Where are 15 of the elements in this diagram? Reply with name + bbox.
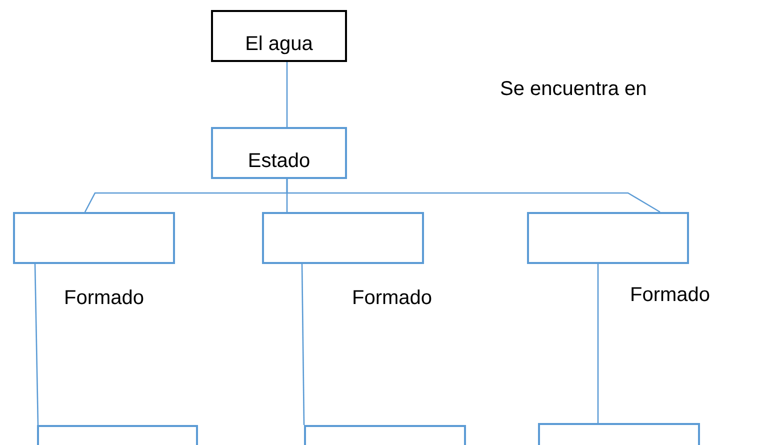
empty-box xyxy=(538,423,700,445)
empty-box xyxy=(304,425,466,445)
concept-box xyxy=(211,127,347,179)
node-text: Estado xyxy=(248,150,310,174)
connector-line xyxy=(34,264,39,426)
connector-line xyxy=(286,62,288,127)
empty-box xyxy=(37,425,198,445)
connector-line xyxy=(286,179,660,213)
connector-line xyxy=(301,264,305,425)
connector-line xyxy=(597,264,599,423)
node-text: El agua xyxy=(245,33,313,57)
empty-box xyxy=(527,212,689,264)
empty-box xyxy=(13,212,175,264)
empty-box xyxy=(262,212,424,264)
concept-box xyxy=(211,10,347,62)
